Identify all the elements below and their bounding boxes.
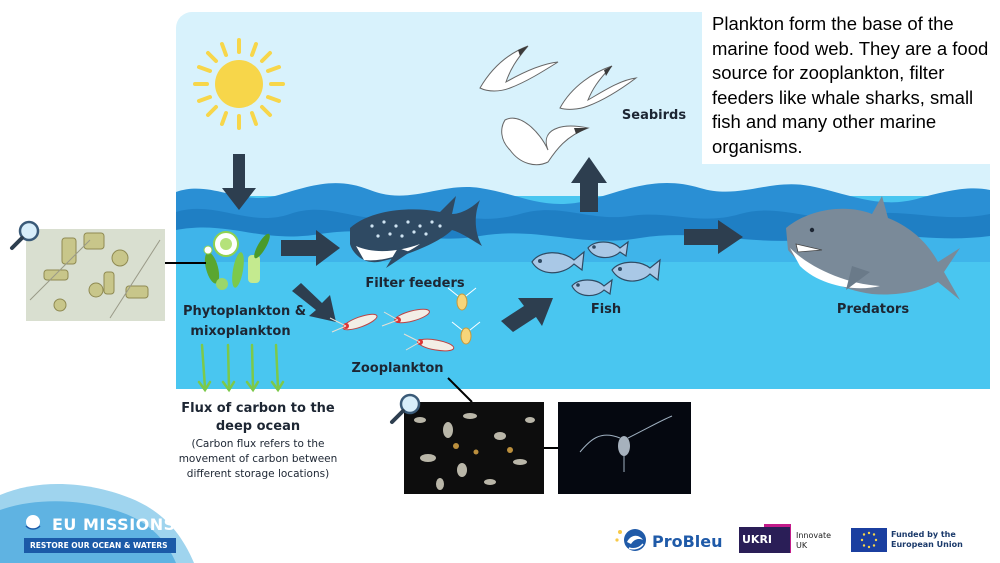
probleu-logo-icon: [615, 529, 646, 551]
zooplankton-photo: [404, 402, 544, 494]
phytoplankton-photo: [26, 229, 165, 321]
phytoplankton-cluster-icon: [203, 231, 270, 290]
label-zooplankton: Zooplankton: [351, 361, 444, 376]
zoo-connector: [447, 377, 473, 403]
food-web-description: Plankton form the base of the marine foo…: [702, 6, 998, 164]
great-white-shark-icon: [786, 196, 960, 300]
sun-icon: [193, 38, 285, 130]
arrow-fish-to-predators: [684, 220, 743, 254]
eu-missions-subtitle: RESTORE OUR OCEAN & WATERS: [24, 538, 176, 553]
carbon-flux-note: (Carbon flux refers to the movement of c…: [178, 438, 338, 480]
label-filter-feeders: Filter feeders: [365, 276, 465, 291]
magnifier-icon-left: [10, 220, 40, 250]
probleu-logo-text: ProBleu: [652, 532, 723, 551]
carbon-flux-title: Flux of carbon to the deep ocean: [181, 401, 335, 434]
ukri-logo: UKRI: [739, 527, 790, 553]
label-fish: Fish: [590, 302, 622, 317]
arrow-phyto-to-filter: [281, 230, 340, 266]
zooplankton-shrimp-icons: [329, 287, 481, 352]
flow-arrows: [222, 154, 743, 332]
whale-shark-icon: [350, 196, 482, 268]
carbon-flux-arrows: [197, 343, 285, 393]
arrow-zoo-to-fish: [501, 298, 553, 332]
arrow-fish-to-seabirds: [571, 157, 607, 212]
eu-missions-title: EU MISSIONS: [52, 515, 176, 534]
label-phytoplankton: Phytoplankton &: [183, 304, 307, 319]
innovate-uk-text: Innovate UK: [796, 531, 832, 550]
magnifier-icon-zoo: [390, 393, 421, 424]
label-seabirds: Seabirds: [621, 108, 687, 123]
fish-school-icon: [531, 240, 661, 297]
arrow-sun-to-phyto: [222, 154, 256, 210]
seabird-icons: [479, 45, 638, 166]
eu-missions-logo-icon: [25, 515, 41, 530]
eu-flag-icon: [851, 528, 887, 552]
label-predators: Predators: [836, 302, 910, 317]
eu-missions-logo: EU MISSIONS RESTORE OUR OCEAN & WATERS: [24, 515, 194, 553]
label-mixoplankton: mixoplankton: [190, 324, 291, 339]
funded-by-eu-text: Funded by the European Union: [891, 530, 963, 549]
arrow-phyto-to-zoo: [292, 283, 336, 322]
copepod-photo: [558, 402, 691, 494]
